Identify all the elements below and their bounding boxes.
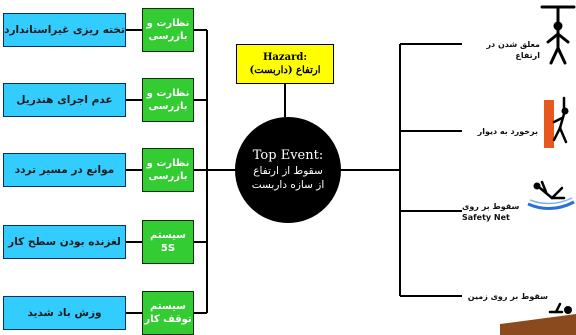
consequence-label: سقوط بر روی Safety Net (462, 202, 520, 222)
consequence-label: معلق شدن در ارتفاع (486, 40, 540, 60)
hanging-person-icon (540, 5, 576, 65)
threat-box: لغزنده بودن سطح کار (3, 225, 126, 259)
threat-box: عدم اجرای هندریل (3, 83, 126, 117)
hazard-box: Hazard: ارتفاع (داربست) (236, 44, 334, 84)
threat-box: موانع در مسیر تردد (3, 153, 126, 187)
hazard-text: ارتفاع (داربست) (249, 65, 321, 76)
barrier-box: نظارت و بازرسی (142, 78, 194, 122)
barrier-box: نظارت و بازرسی (142, 148, 194, 192)
threat-box: وزش باد شدید (3, 296, 126, 330)
ground-fall-icon (500, 302, 576, 335)
barrier-box: سیستم توقف کار (142, 291, 194, 335)
safety-net-icon (527, 180, 575, 210)
consequence-label: سقوط بر روی زمین (467, 292, 548, 301)
hazard-label: Hazard: (262, 52, 308, 63)
barrier-box: نظارت و بازرسی (142, 8, 194, 52)
consequence-label: برخورد به دیوار (477, 127, 538, 136)
wall-impact-icon (544, 96, 569, 148)
threat-box: تخته ریزی غیراستاندارد (3, 13, 126, 47)
barrier-box: سیستم 5S (142, 220, 194, 264)
top-event-label: Top Event: (252, 148, 324, 163)
top-event-text: سقوط از ارتفاع از سازه داربست (251, 165, 325, 191)
top-event-circle: Top Event: سقوط از ارتفاع از سازه داربست (235, 117, 341, 223)
